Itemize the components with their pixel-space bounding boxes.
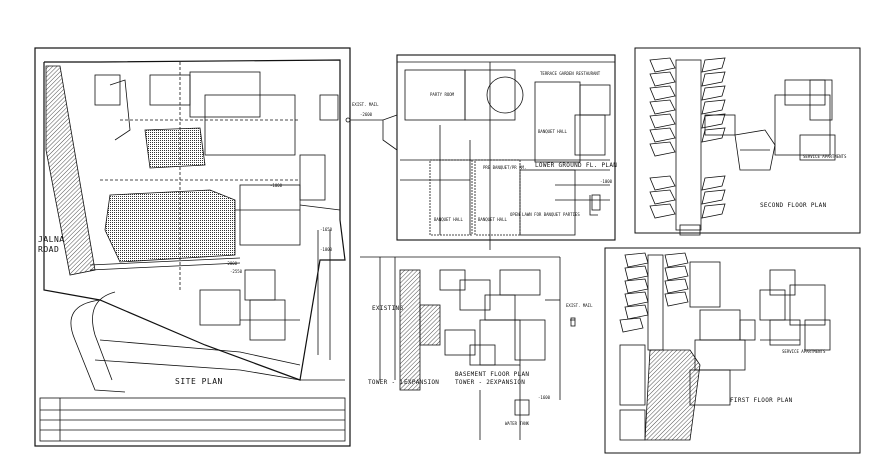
site-level-label: -1650	[320, 227, 333, 232]
level-label: -1600	[538, 395, 551, 400]
site-level-label: -2550	[230, 269, 243, 274]
tower-label: TOWER - 2	[455, 379, 491, 386]
tower-label: EXPANSION	[490, 379, 526, 386]
first-floor-plan-drawing	[604, 247, 861, 454]
lower-ground-plan-drawing	[345, 54, 616, 250]
second-floor-plan-drawing	[634, 47, 861, 236]
existing-label: EXISTING	[372, 305, 404, 312]
site-plan-title: SITE PLAN	[175, 377, 223, 386]
exit-mark-label: EXIST. MAIL	[352, 102, 379, 107]
room-label: PRE BANQUET/PR RM.	[483, 165, 527, 170]
site-level-label: -1000	[270, 183, 283, 188]
tower-label: TOWER - 1	[368, 379, 404, 386]
exit-mark-label: EXIST. MAIL	[566, 303, 593, 308]
tower-label: EXPANSION	[404, 379, 440, 386]
basement-plan-drawing	[360, 256, 576, 440]
room-label: PARTY ROOM	[430, 92, 455, 97]
room-label: BANQUET HALL	[478, 217, 507, 222]
level-label: -1000	[600, 179, 613, 184]
road-name-line-2: ROAD	[38, 245, 60, 254]
road-name-line-1: JALNA	[38, 235, 65, 244]
second-floor-title: SECOND FLOOR PLAN	[760, 202, 827, 209]
water-tank-label: WATER TANK	[505, 421, 530, 426]
basement-title: BASEMENT FLOOR PLAN	[455, 371, 530, 378]
site-plan-drawing	[34, 47, 351, 447]
site-level-label: -1800	[320, 247, 333, 252]
room-label: SERVICE APARTMENTS	[782, 349, 826, 354]
room-label: BANQUET HALL	[538, 129, 567, 134]
room-label: TERRACE GARDEN RESTAURANT	[540, 71, 601, 76]
level-label: -2600	[360, 112, 373, 117]
first-floor-title: FIRST FLOOR PLAN	[730, 397, 793, 404]
room-label: OPEN LAWN FOR BANQUET PARTIES	[510, 212, 580, 217]
room-label: BANQUET HALL	[434, 217, 463, 222]
room-label: SERVICE APARTMENTS	[803, 154, 847, 159]
lower-ground-title: LOWER GROUND FL. PLAN	[535, 162, 618, 169]
site-level-label: -2800	[225, 261, 238, 266]
